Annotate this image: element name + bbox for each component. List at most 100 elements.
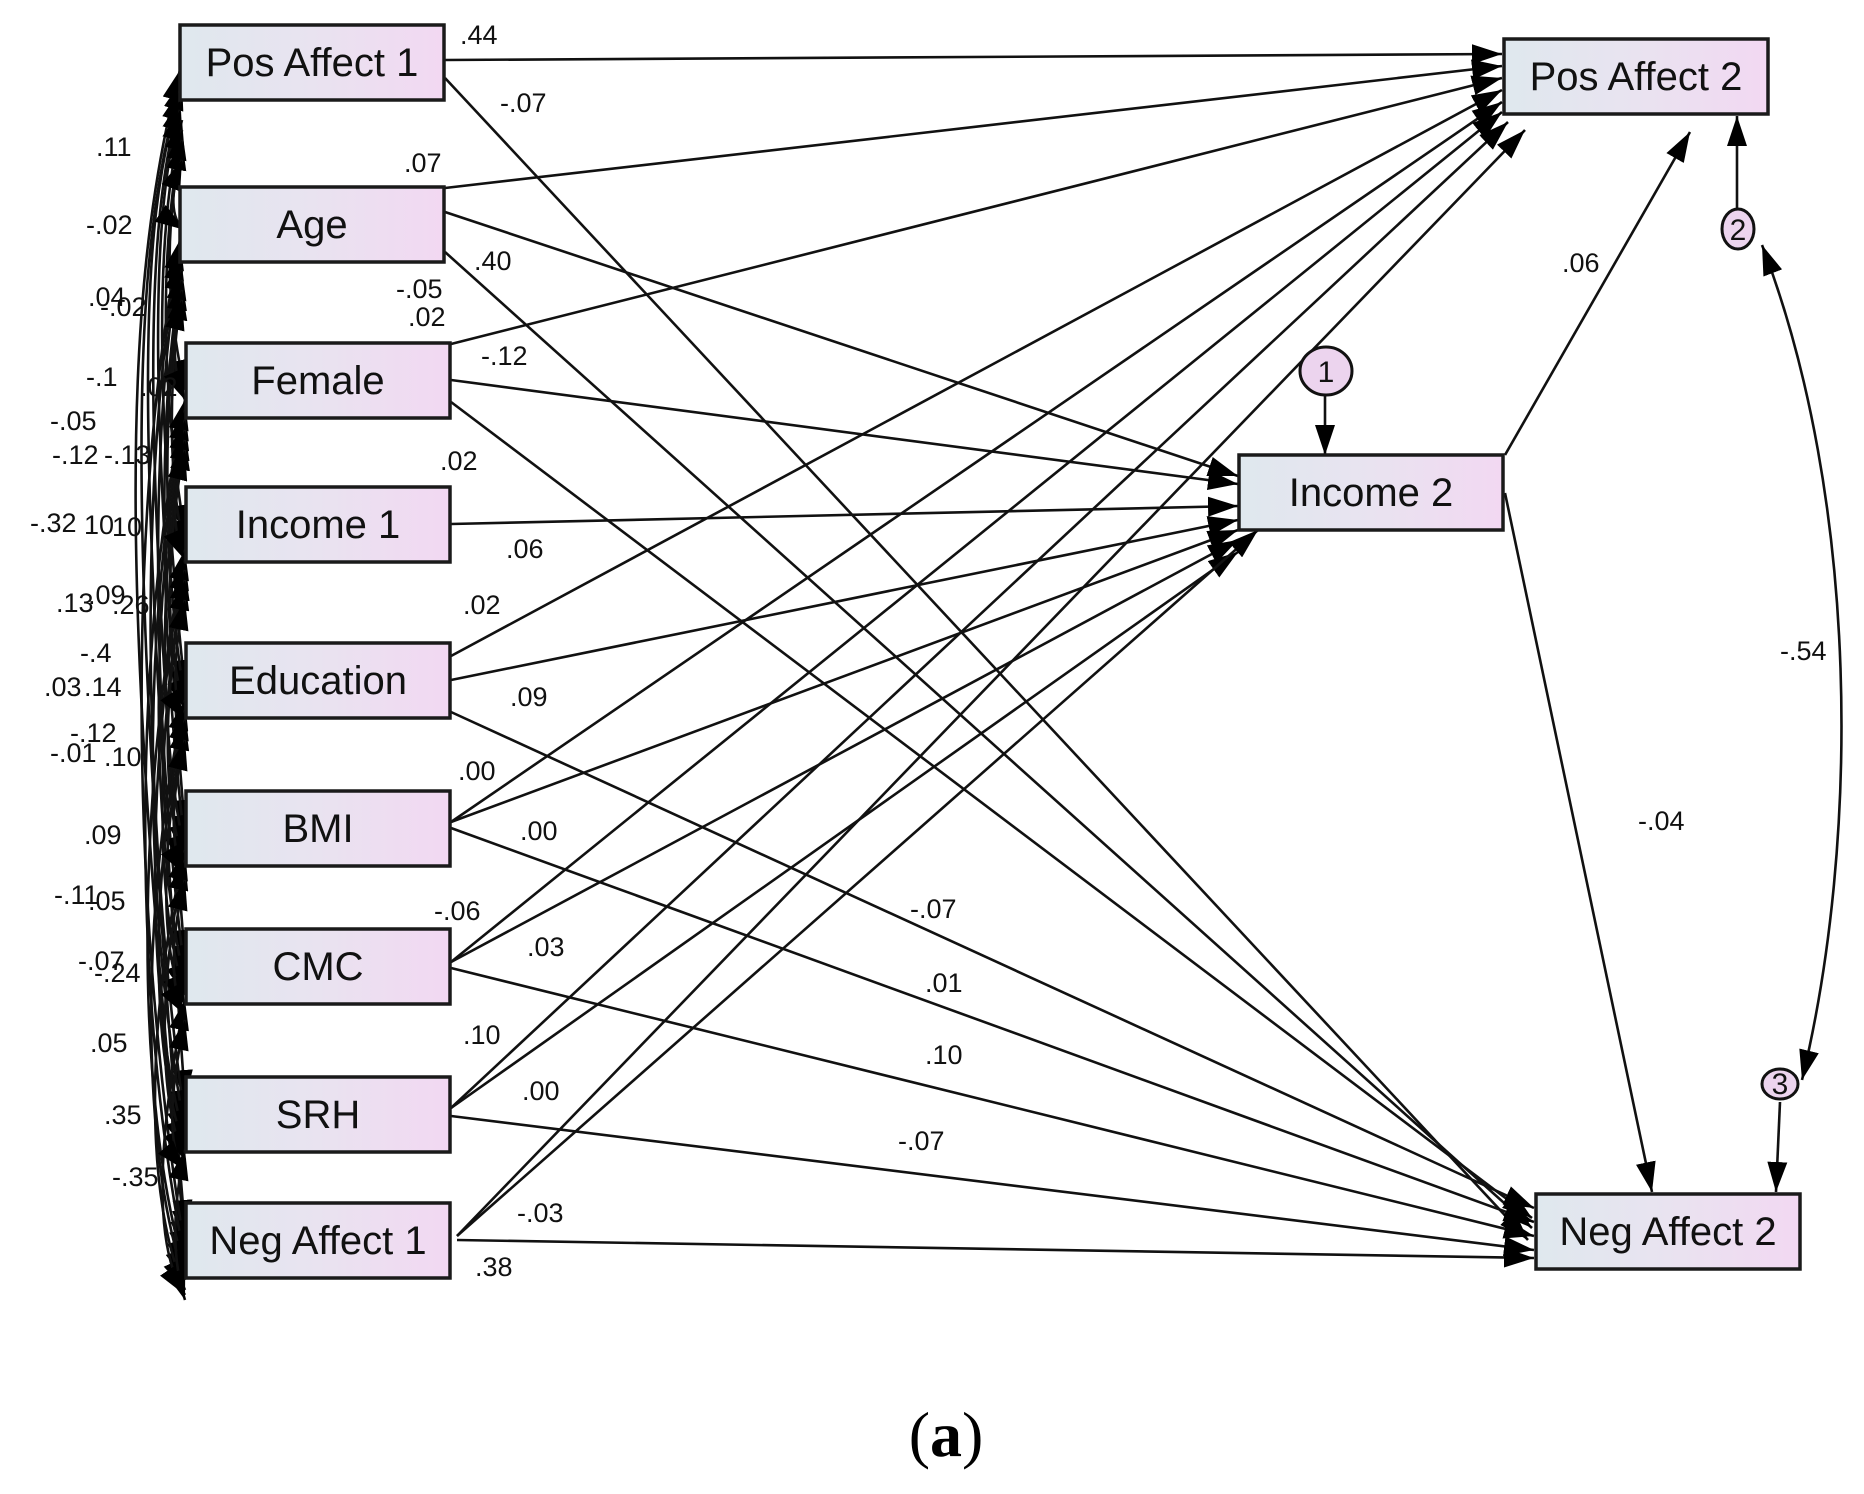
path-na1-na2 [456, 1238, 1535, 1268]
node-srh: SRH [184, 1075, 452, 1154]
coef-label: -.04 [1638, 806, 1685, 836]
coef-label: .00 [458, 756, 496, 786]
coef-label: .38 [475, 1252, 513, 1282]
coef-label: .02 [440, 446, 478, 476]
path-coefficients: .44 -.07 .07 .40 -.05 .02 -.12 .02 .06 .… [396, 20, 1827, 1282]
path-e2-e3-covariance [1760, 244, 1843, 1081]
path-cmc-pa2 [450, 110, 1503, 964]
node-cmc: CMC [184, 927, 452, 1006]
corr-label: .13 [56, 588, 94, 618]
path-inc2-pa2 [1503, 131, 1692, 456]
corr-label: .03 [44, 672, 82, 702]
node-female: Female [184, 341, 452, 420]
error-term-1: 1 [1298, 345, 1354, 397]
corr-label: .05 [88, 886, 126, 916]
corr-label: -.12 [70, 718, 117, 748]
node-label: Income 1 [236, 503, 401, 547]
corr-label: -.05 [50, 406, 97, 436]
corr-label: .09 [88, 580, 126, 610]
coef-label: .03 [527, 932, 565, 962]
structural-paths [444, 44, 1843, 1268]
corr-label: .10 [104, 742, 142, 772]
path-na1-inc2 [456, 529, 1259, 1237]
error-term-3: 3 [1760, 1067, 1800, 1101]
corr-label: .04 [88, 282, 126, 312]
path-srh-inc2 [450, 550, 1239, 1110]
path-bmi-inc2 [450, 528, 1239, 824]
corr-label: .02 [140, 372, 178, 402]
coef-label: .06 [1562, 248, 1600, 278]
corr-label: -.12 [52, 440, 99, 470]
correlation-arcs [134, 69, 193, 1301]
node-pos-affect-2: Pos Affect 2 [1502, 37, 1770, 116]
path-age-inc2 [444, 210, 1239, 478]
corr-label: .09 [84, 820, 122, 850]
coef-label: .06 [506, 534, 544, 564]
coef-label: .02 [408, 302, 446, 332]
corr-label: -.4 [80, 638, 112, 668]
coef-label: -.07 [898, 1126, 945, 1156]
error-label: 3 [1772, 1068, 1789, 1101]
coef-label: -.03 [517, 1198, 564, 1228]
error-term-2: 2 [1720, 207, 1756, 251]
coef-label: .10 [463, 1020, 501, 1050]
path-pa1-na2 [444, 77, 1529, 1241]
coef-label: .01 [925, 968, 963, 998]
node-education: Education [184, 641, 452, 720]
coef-label: .10 [925, 1040, 963, 1070]
coef-label: -.07 [910, 894, 957, 924]
path-fem-pa2 [450, 75, 1503, 346]
node-bmi: BMI [184, 789, 452, 868]
node-label: Income 2 [1289, 471, 1454, 515]
coef-label: .44 [460, 20, 498, 50]
path-fem-inc2 [450, 378, 1239, 490]
node-label: Female [251, 359, 384, 403]
path-inc1-inc2 [450, 496, 1239, 526]
node-label: Education [229, 659, 407, 703]
path-na1-pa2 [456, 129, 1526, 1237]
node-neg-affect-2: Neg Affect 2 [1534, 1192, 1802, 1271]
corr-label: -.13 [104, 440, 151, 470]
coef-label: .40 [474, 246, 512, 276]
coef-label: -.07 [500, 88, 547, 118]
corr-label: -.32 [30, 508, 77, 538]
path-bmi-pa2 [450, 100, 1503, 824]
path-inc2-na2 [1503, 492, 1656, 1193]
path-age-na2 [444, 251, 1533, 1229]
corr-label: -.07 [78, 946, 125, 976]
path-e3-na2 [1767, 1101, 1788, 1193]
corr-arc [166, 1149, 189, 1301]
node-label: Neg Affect 1 [209, 1219, 426, 1263]
path-pa1-pa2 [444, 44, 1503, 65]
node-income-2: Income 2 [1237, 453, 1505, 532]
corr-label: .11 [96, 132, 132, 162]
corr-label: -.01 [50, 738, 97, 768]
node-label: Age [276, 203, 347, 247]
corr-label: -.02 [86, 210, 133, 240]
coef-label: .09 [510, 682, 548, 712]
corr-label: -.1 [86, 362, 118, 392]
coef-label: -.06 [434, 896, 481, 926]
corr-label: 10 [84, 510, 114, 540]
corr-label: -.02 [100, 292, 147, 322]
correlation-labels: .11 -.02 .04 -.02 -.1 .02 -.05 -.12 -.13… [30, 132, 178, 1192]
path-cmc-inc2 [450, 538, 1239, 964]
corr-label: -.11 [54, 880, 99, 910]
node-label: SRH [276, 1093, 360, 1137]
corr-label: 10 [112, 512, 142, 542]
node-pos-affect-1: Pos Affect 1 [178, 23, 446, 102]
coef-label: -.05 [396, 274, 443, 304]
coef-label: -.54 [1780, 636, 1827, 666]
path-srh-na2 [450, 1114, 1535, 1257]
node-neg-affect-1: Neg Affect 1 [184, 1201, 452, 1280]
node-label: CMC [272, 945, 363, 989]
path-srh-pa2 [450, 121, 1509, 1109]
node-age: Age [178, 185, 446, 264]
node-label: Pos Affect 2 [1530, 55, 1743, 99]
corr-arc [163, 299, 187, 401]
corr-label: .14 [84, 672, 122, 702]
node-label: Pos Affect 1 [206, 41, 419, 85]
error-label: 2 [1730, 214, 1747, 247]
coef-label: .02 [463, 590, 501, 620]
